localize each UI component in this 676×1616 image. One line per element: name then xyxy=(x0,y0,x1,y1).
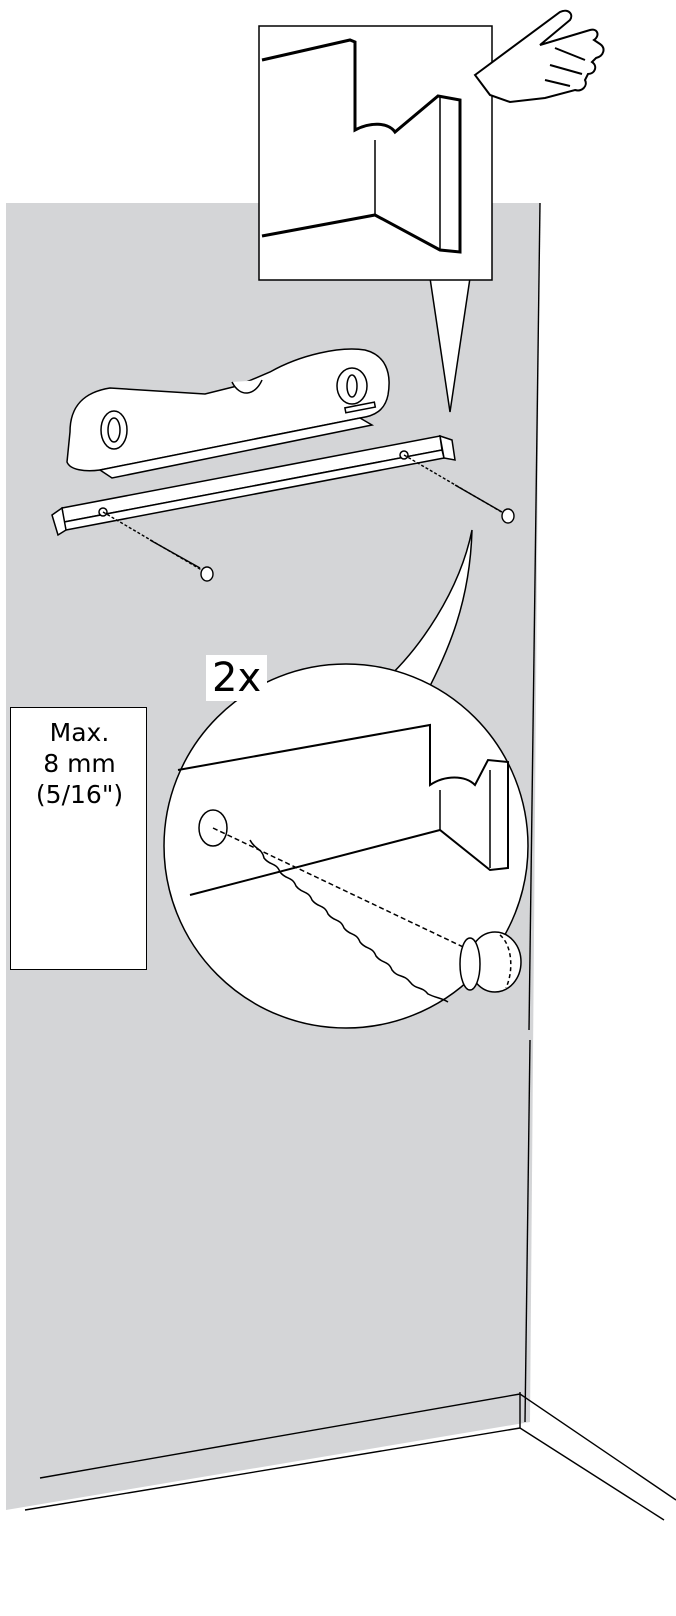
detail-callout-top xyxy=(258,25,493,413)
max-label: Max. xyxy=(49,718,110,747)
quantity-label: 2x xyxy=(206,655,268,701)
max-size-mm: 8 mm xyxy=(43,749,116,778)
pointing-hand-icon xyxy=(473,9,605,104)
wall-edge-lines xyxy=(24,202,676,1521)
screw-size-label: Max. 8 mm (5/16") xyxy=(10,707,147,970)
max-size-inch: (5/16") xyxy=(35,780,124,809)
spirit-level xyxy=(66,348,390,479)
screws-small xyxy=(102,454,515,582)
detail-callout-screw xyxy=(163,529,529,1029)
